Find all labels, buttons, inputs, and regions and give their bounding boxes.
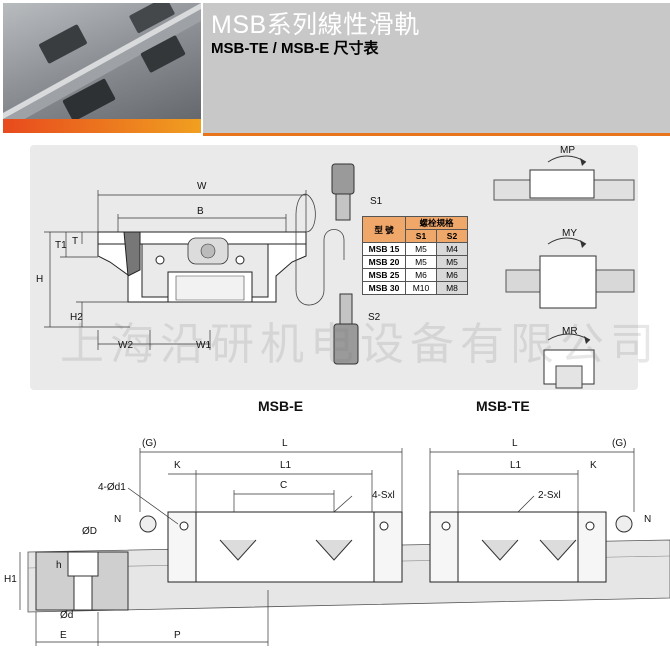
row-model: MSB 20 [362, 255, 406, 269]
page-subtitle: MSB-TE / MSB-E 尺寸表 [211, 40, 379, 57]
dim-b-label: B [197, 206, 204, 217]
left-c-label: C [280, 480, 288, 491]
row-s1: M10 [405, 281, 437, 295]
row-model: MSB 15 [362, 242, 406, 256]
moment-mp-label: MP [560, 145, 575, 156]
rail-e-label: E [60, 630, 67, 641]
left-l-label: L [282, 438, 288, 449]
moment-my-label: MY [562, 228, 577, 239]
table-header-group: 螺栓規格 [405, 216, 468, 230]
row-s2: M6 [436, 268, 468, 282]
left-g-label: (G) [142, 438, 157, 449]
photo-accent-stripe [3, 119, 201, 133]
left-l1-label: L1 [280, 460, 292, 471]
table-header-model: 型 號 [362, 216, 406, 243]
title-underline [203, 133, 670, 136]
front-view-drawing [44, 155, 635, 389]
dim-h2-label: H2 [70, 312, 83, 323]
dim-t-label: T [72, 236, 79, 247]
row-s1: M5 [405, 242, 437, 256]
moment-my-view [505, 237, 635, 309]
row-s2: M8 [436, 281, 468, 295]
right-l1-label: L1 [510, 460, 522, 471]
dim-h-label: H [36, 274, 44, 285]
bolt-s2-label: S2 [368, 312, 381, 323]
product-photo [3, 3, 201, 133]
rail-d-small-label: Ød [60, 610, 74, 621]
right-g-label: (G) [612, 438, 627, 449]
row-s2: M5 [436, 255, 468, 269]
row-s1: M5 [405, 255, 437, 269]
left-screw-label: 4-Sxl [372, 490, 395, 501]
dim-w1-label: W1 [196, 340, 211, 351]
table-row: MSB 15 M5 M4 [362, 242, 468, 256]
left-hole-label: 4-Ød1 [98, 482, 126, 493]
rail-d-big-label: ØD [82, 526, 97, 537]
dim-w-label: W [197, 181, 207, 192]
table-row: MSB 30 M10 M8 [362, 281, 468, 295]
title-panel: MSB系列線性滑軌 MSB-TE / MSB-E 尺寸表 [203, 3, 670, 133]
rail-h-label: h [56, 560, 62, 571]
section-label-msb-e: MSB-E [258, 398, 304, 414]
table-header-s1: S1 [405, 229, 437, 243]
left-k-label: K [174, 460, 181, 471]
rail-p-label: P [174, 630, 181, 641]
rail-h1-label: H1 [4, 574, 17, 585]
linear-rail-illustration [3, 3, 201, 131]
dim-w2-label: W2 [118, 340, 133, 351]
moment-mp-view [493, 155, 635, 201]
dim-t1-label: T1 [55, 240, 67, 251]
right-screw-label: 2-Sxl [538, 490, 561, 501]
bolt-s1-label: S1 [370, 196, 383, 207]
right-n-label: N [644, 514, 652, 525]
page-title: MSB系列線性滑軌 [211, 11, 420, 39]
left-n-label: N [114, 514, 122, 525]
row-model: MSB 30 [362, 281, 406, 295]
row-s1: M6 [405, 268, 437, 282]
right-l-label: L [512, 438, 518, 449]
table-row: MSB 25 M6 M6 [362, 268, 468, 282]
catalog-header: MSB系列線性滑軌 MSB-TE / MSB-E 尺寸表 [0, 0, 670, 137]
right-k-label: K [590, 460, 597, 471]
table-header-s2: S2 [436, 229, 468, 243]
moment-mr-label: MR [562, 326, 578, 337]
watermark-text: 上海沿研机电设备有限公司 [60, 319, 660, 370]
section-label-msb-te: MSB-TE [476, 398, 530, 414]
table-row: MSB 20 M5 M5 [362, 255, 468, 269]
moment-mr-view [543, 333, 595, 389]
bolt-spec-table: 型 號 螺栓規格 S1 S2 MSB 15 M5 M4 MSB 20 M5 M5… [362, 216, 468, 295]
